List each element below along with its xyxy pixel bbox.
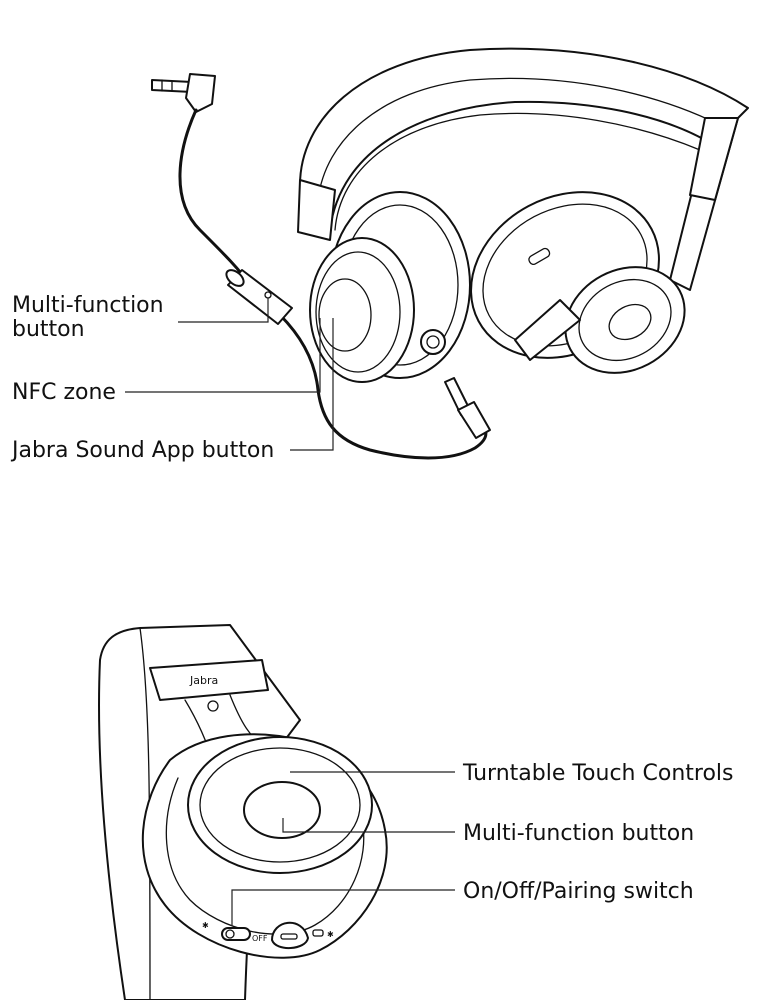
on-off-pairing-switch: OFF ✱ xyxy=(202,921,268,943)
audio-cable xyxy=(178,108,488,460)
center-multi-function-button xyxy=(243,781,321,839)
inline-remote xyxy=(225,269,293,325)
off-marking: OFF xyxy=(252,934,268,943)
svg-text:✱: ✱ xyxy=(202,921,209,930)
multi-function-leader xyxy=(178,298,269,323)
headphones-with-cable-illustration: Multi-function button NFC zone Jabra Sou… xyxy=(10,47,749,463)
multi-function-button-label-line2: button xyxy=(12,317,85,342)
jabra-sound-app-button-label: Jabra Sound App button xyxy=(10,438,274,463)
on-off-pairing-switch-label: On/Off/Pairing switch xyxy=(463,879,694,904)
top-audio-plug xyxy=(151,73,216,113)
switch-leader xyxy=(231,889,455,926)
cup-audio-plug xyxy=(444,377,491,439)
jabra-brand-mark: Jabra xyxy=(189,674,218,687)
near-ear-cup xyxy=(309,191,471,383)
multi-function-button-label: Multi-function button xyxy=(463,821,694,846)
far-ear-cup xyxy=(470,191,686,374)
svg-text:✱: ✱ xyxy=(327,930,334,939)
multi-function-button-label-line1: Multi-function xyxy=(12,293,164,318)
nfc-zone-label: NFC zone xyxy=(12,380,116,405)
jabra-app-leader xyxy=(290,318,334,451)
multi-function-button-leader xyxy=(282,818,455,833)
ear-cup-closeup-illustration: Jabra OFF ✱ ✱ Turntable Touch Controls xyxy=(98,624,733,1000)
nfc-zone-leader xyxy=(125,318,321,393)
turntable-touch-controls-label: Turntable Touch Controls xyxy=(462,761,733,786)
